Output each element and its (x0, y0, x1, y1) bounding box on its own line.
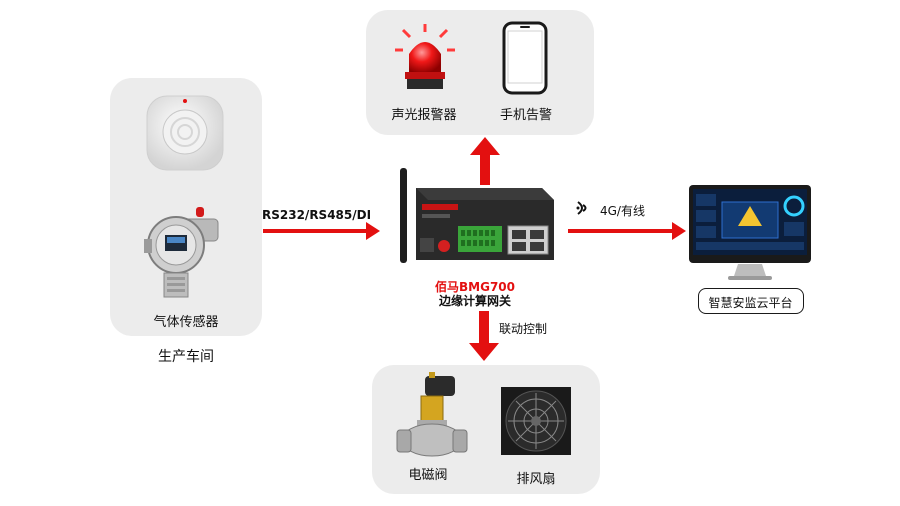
wifi-signal-icon (576, 201, 587, 215)
alarm-arrow (470, 137, 500, 185)
cloud-platform-badge: 智慧安监云平台 (698, 288, 804, 314)
input-protocol-label: RS232/RS485/DI (262, 208, 372, 222)
smoke-detector-icon (146, 95, 224, 171)
siren-label: 声光报警器 (391, 108, 457, 123)
uplink-label: 4G/有线 (600, 204, 645, 218)
phone-icon (502, 21, 548, 95)
monitor-icon (689, 185, 811, 280)
gateway-model: 佰马BMG700 (435, 280, 515, 294)
input-arrow-line (263, 229, 367, 233)
siren-icon (395, 24, 455, 89)
input-arrow-head (366, 222, 380, 240)
gas-sensor-icon (144, 207, 219, 298)
cloud-platform-label: 智慧安监云平台 (708, 296, 793, 310)
gas-sensor-label: 气体传感器 (153, 315, 219, 330)
exhaust-fan-icon (501, 387, 571, 455)
phone-alarm-label: 手机告警 (499, 108, 552, 123)
exhaust-fan-label: 排风扇 (516, 472, 556, 487)
gateway-name: 边缘计算网关 (438, 294, 511, 308)
uplink-arrow-line (568, 229, 673, 233)
workshop-caption: 生产车间 (158, 349, 214, 365)
solenoid-valve-icon (396, 372, 468, 457)
solenoid-valve-label: 电磁阀 (408, 468, 448, 483)
control-arrow (469, 311, 499, 361)
uplink-arrow-head (672, 222, 686, 240)
gateway-device-icon (400, 168, 554, 263)
linkage-control-label: 联动控制 (498, 322, 547, 336)
